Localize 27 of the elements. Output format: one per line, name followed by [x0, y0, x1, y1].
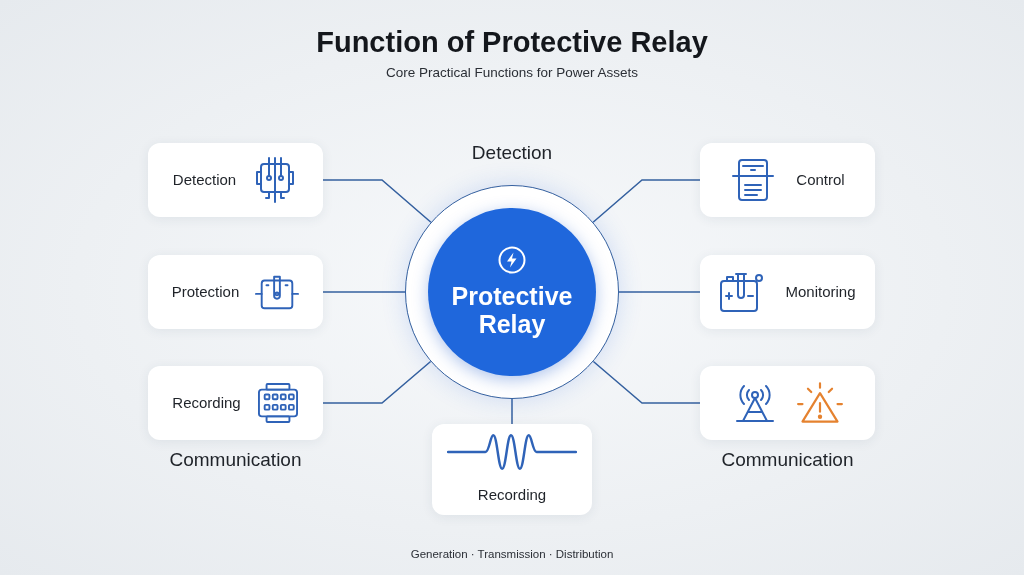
function-label: Recording	[172, 392, 241, 413]
function-card	[700, 143, 875, 217]
hub-title: Protective Relay	[450, 282, 574, 338]
section-heading: Communication	[721, 448, 854, 472]
function-card	[148, 143, 323, 217]
section-heading: Communication	[169, 448, 302, 472]
function-label: Detection	[172, 169, 237, 190]
function-label: Protection	[171, 281, 240, 302]
connector-line	[618, 291, 701, 293]
footer-note: Generation · Transmission · Distribution	[410, 547, 614, 562]
function-card	[148, 255, 323, 329]
function-card	[700, 255, 875, 329]
connector-line	[322, 291, 406, 293]
function-card	[700, 366, 875, 440]
function-card	[432, 424, 592, 515]
function-card	[148, 366, 323, 440]
title: Function of Protective Relay	[316, 25, 708, 59]
connector-line	[511, 398, 513, 425]
function-label: Recording	[477, 485, 547, 506]
function-label: Control	[796, 169, 845, 190]
function-label: Monitoring	[785, 281, 856, 302]
connector-line	[322, 360, 432, 404]
connector-line	[322, 179, 432, 223]
connector-line	[592, 360, 701, 404]
subtitle: Core Practical Functions for Power Assets	[385, 64, 639, 82]
section-heading: Detection	[471, 141, 553, 165]
connector-line	[592, 179, 701, 223]
